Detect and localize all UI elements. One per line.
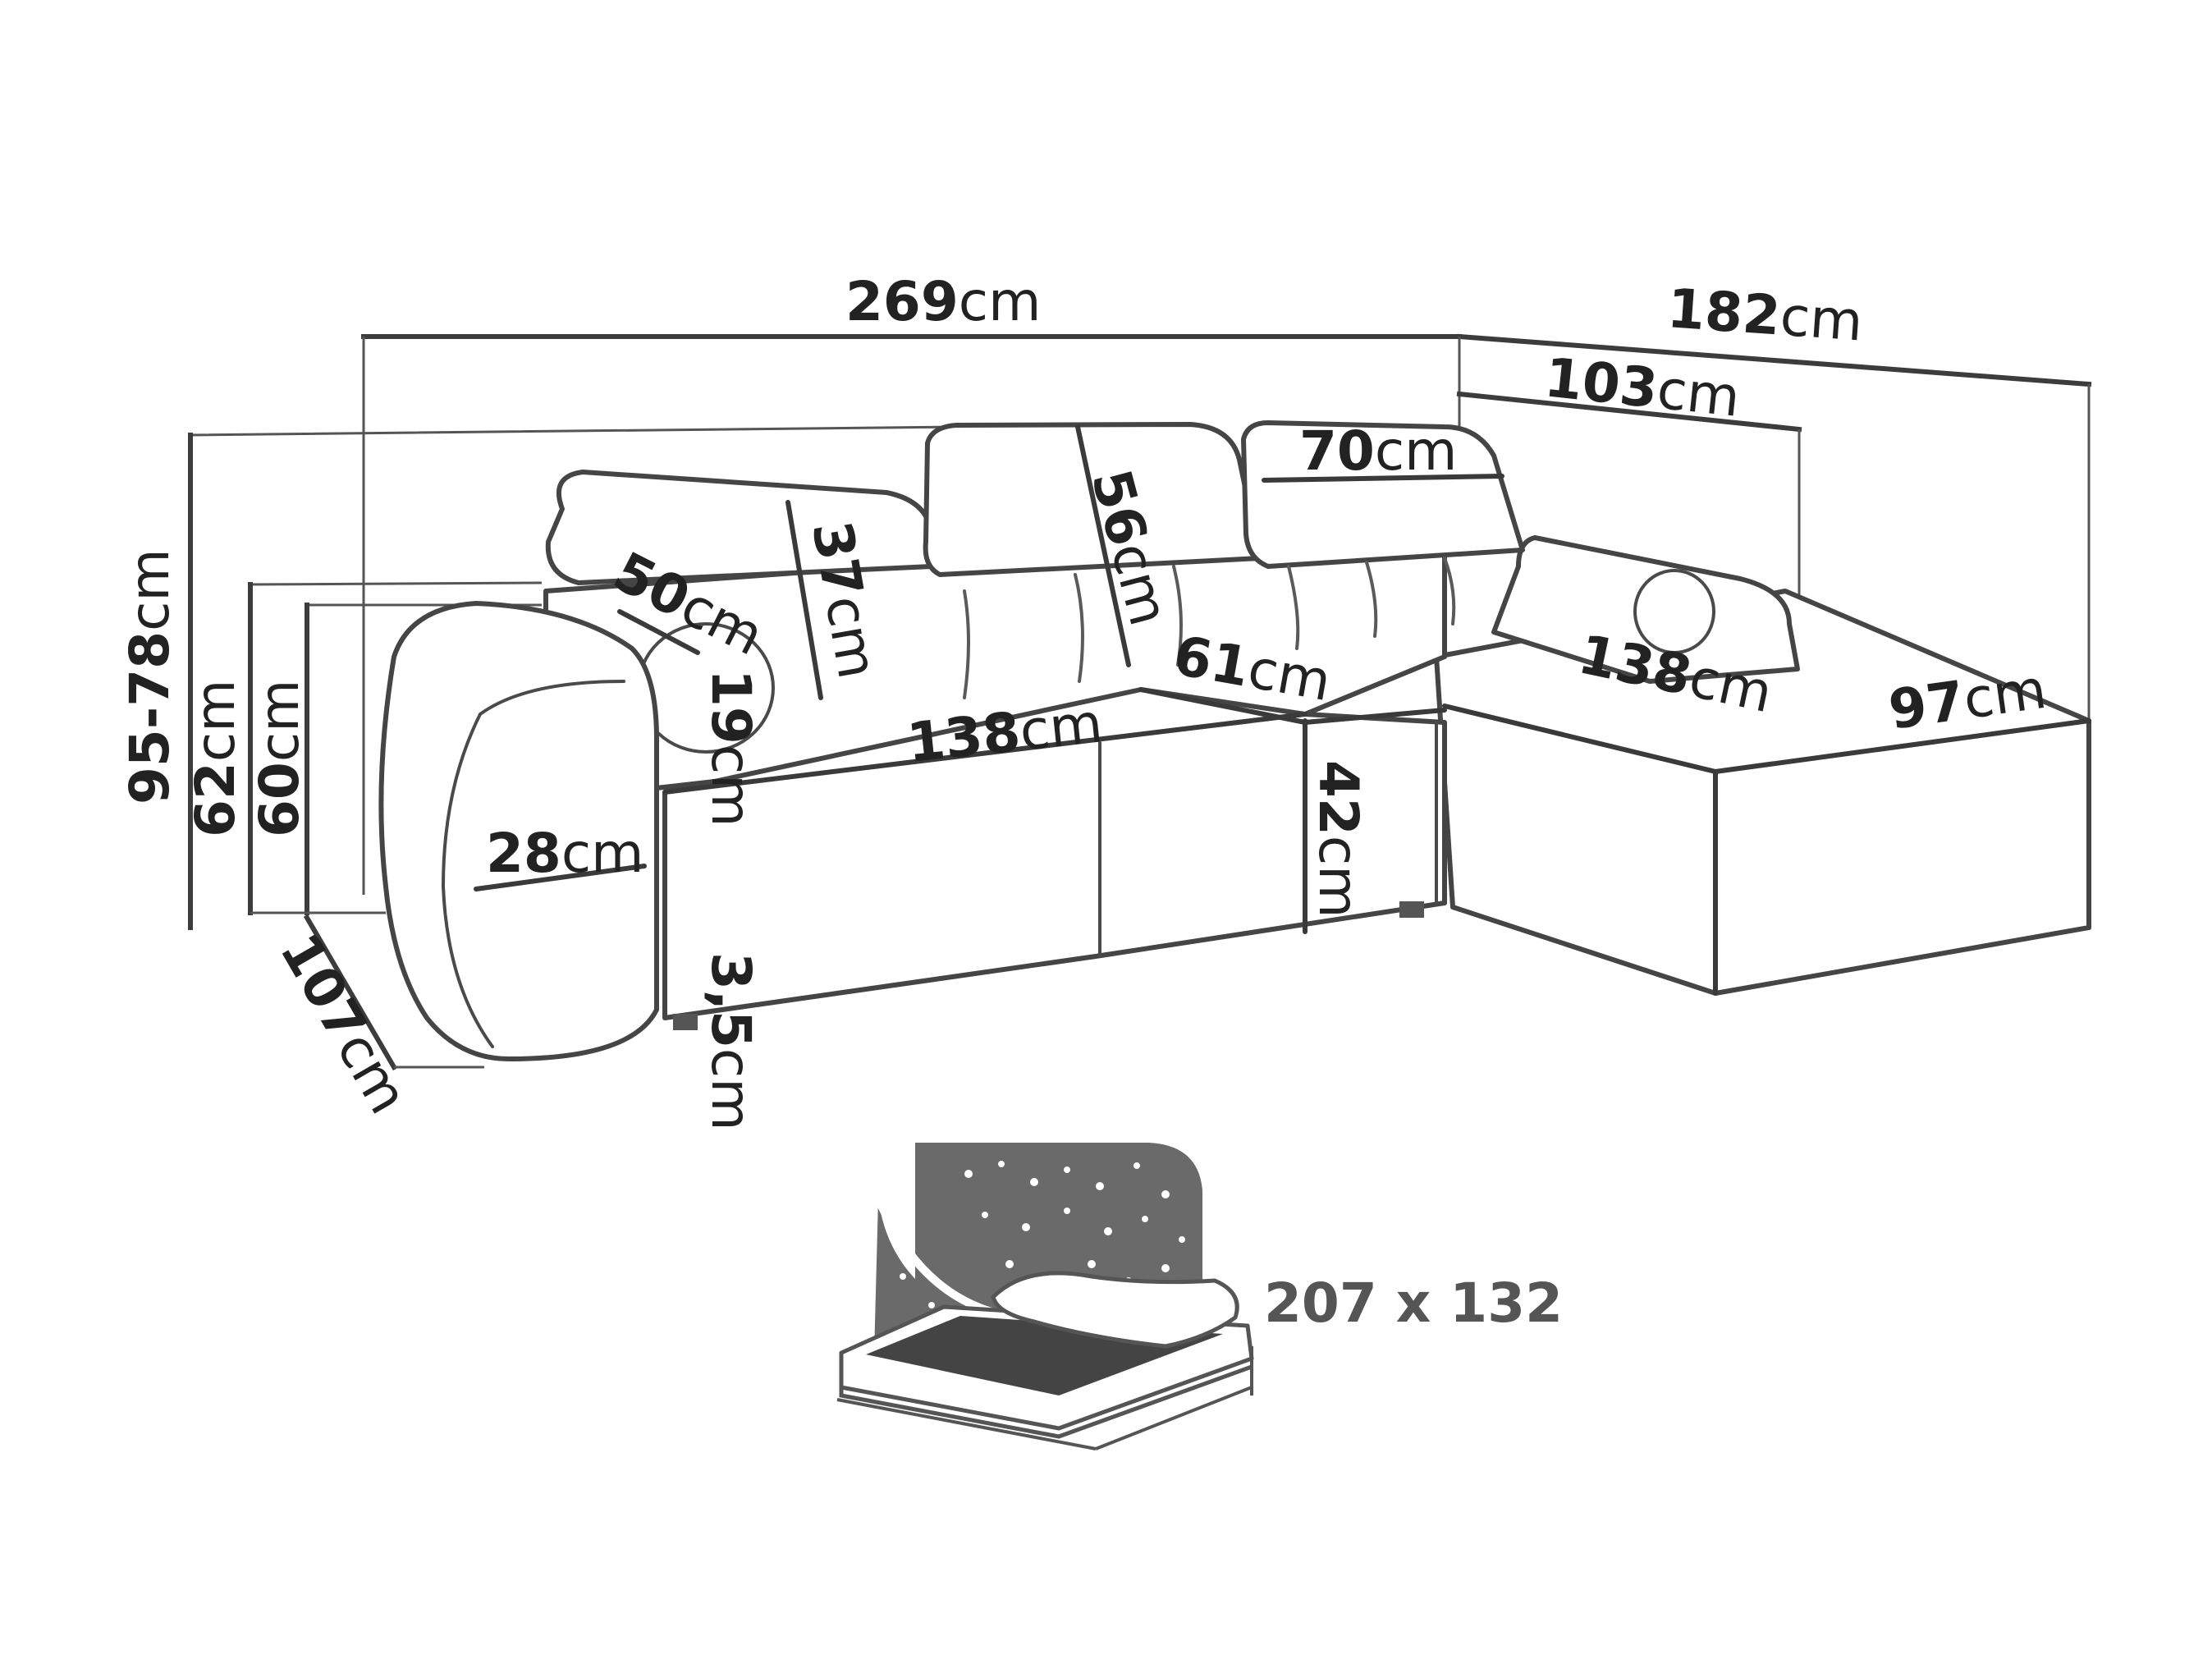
main-sofa [378,420,1525,1061]
label-leg-height: 3,5cm [699,952,763,1131]
chaise-section [1434,535,2091,996]
internal-dimension-lines [617,424,1308,934]
label-backrest-height: 37cm [799,516,889,683]
label-armrest-height: 62cm [184,680,247,837]
label-seat-height: 42cm [1307,760,1370,918]
label-arm-width: 28cm [486,822,643,885]
label-arm-cushion: 19cm [699,669,763,827]
bed-function-icon: 207 x 132 [836,1143,1563,1450]
label-armrest-height-variable: 95-78cm [118,548,181,804]
dimension-lines [188,333,2092,1071]
label-seat-back-height: 60cm [248,680,311,837]
pillow [991,1271,1239,1349]
label-chaise-width: 97cm [1885,658,2050,742]
bed-size-label: 207 x 132 [1264,1272,1563,1335]
label-seat-depth: 61cm [1169,624,1335,713]
label-headrest-width: 70cm [1299,419,1457,483]
label-total-width: 269cm [845,270,1041,333]
label-seat-width: 138cm [904,691,1106,774]
label-chaise-depth-total: 182cm [1665,277,1865,353]
label-chaise-inner: 103cm [1541,346,1743,428]
